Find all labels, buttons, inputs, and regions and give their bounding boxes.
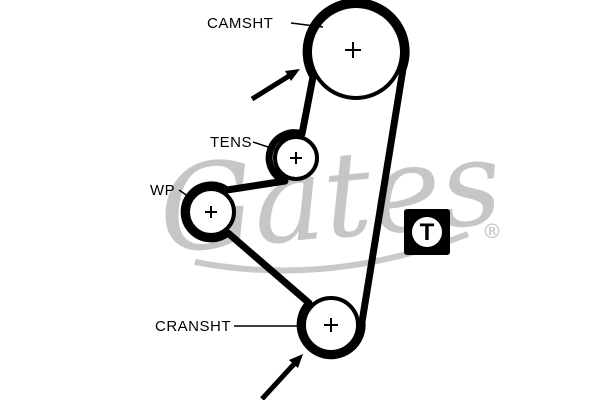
crankshaft-label: CRANSHT bbox=[155, 318, 231, 335]
leader-lines bbox=[178, 22, 324, 327]
registered-trademark-symbol: ® bbox=[482, 219, 502, 243]
belt-direction-arrows bbox=[250, 69, 303, 400]
tensioner-label: TENS bbox=[210, 134, 252, 151]
lower-arrow-shaft bbox=[260, 361, 297, 400]
pulley-center-marks bbox=[205, 42, 361, 332]
badge-circle bbox=[412, 217, 442, 247]
timing-belt-badge: T bbox=[404, 209, 450, 255]
tensioner-leader-line bbox=[252, 141, 278, 151]
upper-arrow-shaft bbox=[250, 73, 291, 102]
badge-letter: T bbox=[420, 219, 435, 246]
lower-arrow bbox=[260, 354, 303, 400]
camshaft-leader-line bbox=[290, 22, 324, 28]
camshaft-center-mark bbox=[345, 42, 361, 58]
water-pump-label: WP bbox=[150, 182, 175, 199]
upper-arrow-head bbox=[285, 69, 300, 81]
upper-arrow bbox=[250, 69, 300, 102]
water-pump-leader-line bbox=[178, 189, 193, 200]
lower-arrow-head bbox=[289, 354, 303, 368]
tensioner-center-mark bbox=[290, 152, 302, 164]
camshaft-pulley bbox=[308, 4, 404, 100]
camshaft-label: CAMSHT bbox=[207, 15, 273, 32]
crankshaft-center-mark bbox=[324, 318, 338, 332]
water-pump-center-mark bbox=[205, 206, 217, 218]
